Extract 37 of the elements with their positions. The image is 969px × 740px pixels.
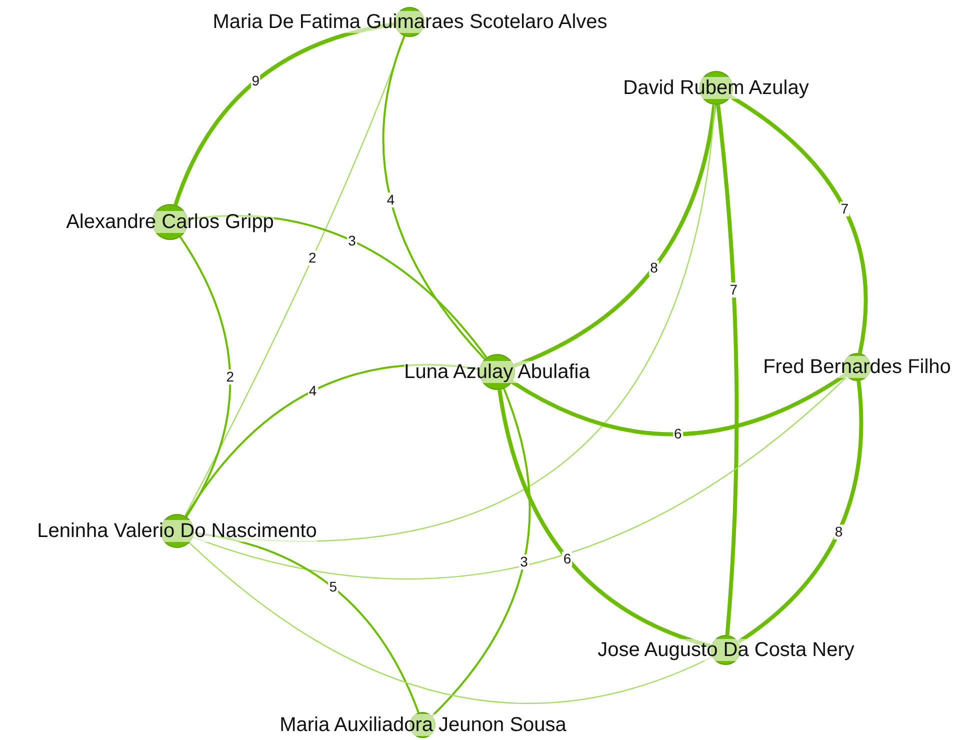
- edge-line: [382, 36, 486, 360]
- edge-label: 4: [308, 383, 318, 398]
- edge-line: [498, 389, 712, 648]
- edge-label: 2: [225, 370, 235, 385]
- edge-label: 7: [728, 282, 739, 298]
- edge-line: [730, 94, 868, 354]
- node-label: Maria De Fatima Guimaraes Scotelaro Alves: [212, 11, 608, 33]
- edge-line: [192, 376, 848, 580]
- edge-line: [737, 380, 863, 644]
- edge-label: 3: [519, 554, 529, 570]
- node-label: Maria Auxiliadora Jeunon Sousa: [280, 714, 566, 736]
- edge-label: 5: [328, 580, 338, 595]
- edge-label: 9: [250, 74, 261, 89]
- node-label: Jose Augusto Da Costa Nery: [598, 639, 854, 661]
- edge-line: [174, 22, 396, 206]
- edge-label: 4: [386, 192, 396, 208]
- edge-label: 8: [834, 524, 844, 540]
- edge-line: [184, 364, 480, 517]
- edge-line: [179, 236, 232, 518]
- edge-label: 6: [562, 551, 572, 566]
- node-label: Luna Azulay Abulafia: [404, 361, 590, 383]
- edge-line: [513, 104, 716, 368]
- edge-line: [432, 388, 531, 717]
- node-label: Leninha Valerio Do Nascimento: [37, 520, 317, 542]
- edge-line: [194, 532, 420, 714]
- edge-line: [188, 214, 488, 358]
- edge-line: [716, 104, 739, 636]
- node-label: David Rubem Azulay: [623, 77, 809, 99]
- edge-line: [188, 542, 713, 704]
- edge-label: 3: [347, 233, 357, 248]
- edge-line: [511, 373, 846, 436]
- edge-label: 6: [672, 426, 683, 442]
- node-label: Alexandre Carlos Gripp: [66, 211, 274, 233]
- edge-label: 2: [308, 250, 318, 266]
- node-label: Fred Bernardes Filho: [763, 356, 951, 378]
- edge-label: 7: [840, 201, 850, 216]
- edge-label: 8: [649, 260, 659, 276]
